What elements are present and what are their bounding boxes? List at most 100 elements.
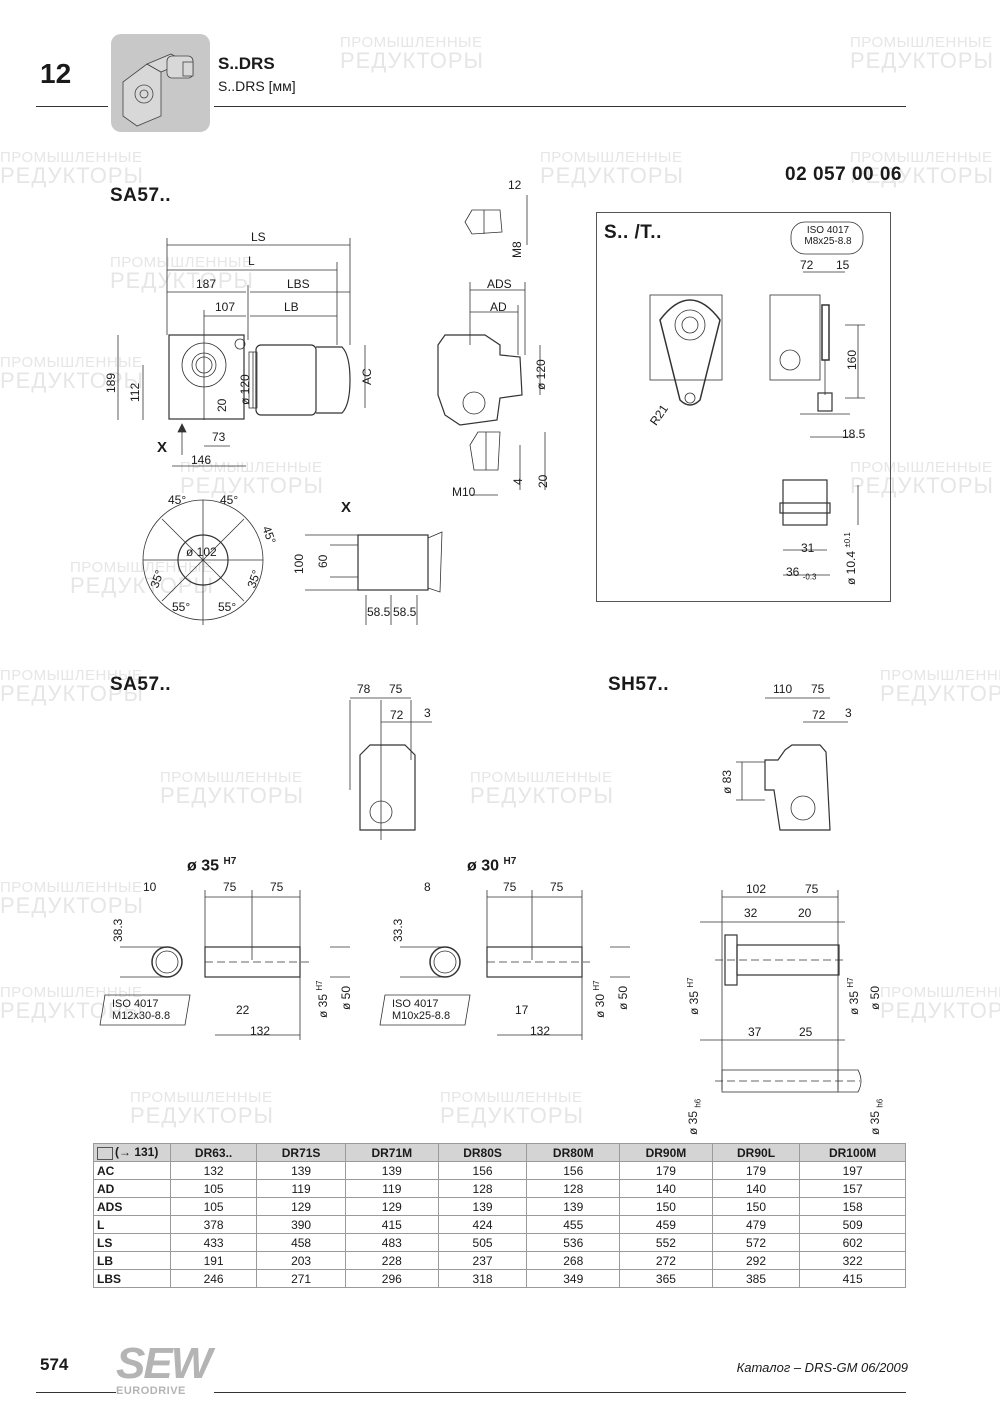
table-cell: 536	[526, 1233, 621, 1252]
table-row: AC 132 139 139 156 156 179 179 197	[93, 1161, 906, 1180]
table-cell: 119	[256, 1179, 346, 1198]
table-cell: 237	[437, 1251, 528, 1270]
shaft-35-title: ø 35 H7	[187, 856, 237, 875]
table-cell: 296	[344, 1269, 439, 1288]
dim-20-sh: 20	[798, 906, 812, 920]
dim-12: 12	[508, 178, 522, 192]
table-cell: 246	[169, 1269, 258, 1288]
dim-d83: ø 83	[720, 769, 734, 794]
dim-75-a: 75	[223, 880, 237, 894]
angle-55-a: 55°	[172, 600, 191, 614]
table-row: LB 191 203 228 237 268 272 292 322	[93, 1251, 906, 1270]
table-cell: 119	[344, 1179, 439, 1198]
drawing-code: 02 057 00 06	[785, 164, 902, 185]
torque-arm-panel	[596, 212, 891, 602]
dim-25: 25	[799, 1025, 813, 1039]
product-thumbnail	[111, 34, 210, 132]
dim-73: 73	[212, 430, 226, 444]
iso-callout-30: ISO 4017 M10x25-8.8	[392, 998, 450, 1022]
dim-m10: M10	[452, 485, 476, 499]
table-cell: 349	[526, 1269, 621, 1288]
page-title: S..DRS	[218, 54, 275, 73]
table-cell: 378	[169, 1215, 258, 1234]
table-cell: 433	[169, 1233, 258, 1252]
logo-main: SEW	[116, 1339, 212, 1388]
dim-ac: AC	[360, 368, 374, 385]
dim-d35-h7-b: ø 35 H7	[846, 977, 861, 1015]
table-cell: 509	[799, 1215, 906, 1234]
dim-lb: LB	[284, 300, 299, 314]
column-header: DR80S	[437, 1143, 528, 1162]
table-cell: 271	[256, 1269, 346, 1288]
dim-100: 100	[292, 553, 306, 574]
dim-75-e: 75	[805, 882, 819, 896]
dim-36: 36 -0.3	[786, 565, 817, 582]
angle-45-a: 45°	[168, 493, 187, 507]
column-header: DR100M	[799, 1143, 906, 1162]
dim-38-3: 38.3	[111, 918, 125, 942]
row-label: AD	[93, 1179, 171, 1198]
table-cell: 179	[711, 1161, 801, 1180]
table-cell: 191	[169, 1251, 258, 1270]
dim-4: 4	[511, 478, 525, 485]
column-header: DR71S	[256, 1143, 346, 1162]
footer-rule-left	[36, 1392, 116, 1393]
column-header: DR90M	[619, 1143, 713, 1162]
row-label: LS	[93, 1233, 171, 1252]
dim-132: 132	[250, 1024, 271, 1038]
motor-dimension-table: (→ 131) DR63.. DR71S DR71M DR80S DR80M D…	[93, 1143, 906, 1288]
column-header: DR90L	[711, 1143, 801, 1162]
section-label-sa57: SA57..	[110, 185, 172, 206]
dim-d50: ø 50	[339, 985, 353, 1010]
table-cell: 157	[799, 1179, 906, 1198]
dim-32: 32	[744, 906, 758, 920]
header-rule-left	[36, 106, 108, 107]
dim-17: 17	[515, 1003, 529, 1017]
dim-75-c: 75	[503, 880, 517, 894]
dim-132-b: 132	[530, 1024, 551, 1038]
table-row: LS 433 458 483 505 536 552 572 602	[93, 1233, 906, 1252]
row-label: AC	[93, 1161, 171, 1180]
table-cell: 459	[619, 1215, 713, 1234]
table-cell: 128	[526, 1179, 621, 1198]
dim-d10-4: ø 10.4 ±0.1	[843, 532, 858, 585]
table-cell: 150	[619, 1197, 713, 1216]
table-cell: 203	[256, 1251, 346, 1270]
dim-lbs: LBS	[287, 277, 310, 291]
table-row: ADS 105 129 129 139 139 150 150 158	[93, 1197, 906, 1216]
iso-callout-line2: M10x25-8.8	[392, 1010, 451, 1022]
table-cell: 292	[711, 1251, 801, 1270]
table-cell: 129	[256, 1197, 346, 1216]
dim-72: 72	[800, 258, 814, 272]
column-header: DR80M	[526, 1143, 621, 1162]
dim-146: 146	[191, 453, 212, 467]
dim-160: 160	[845, 349, 859, 370]
table-cell: 158	[799, 1197, 906, 1216]
dim-20-side: 20	[536, 474, 550, 488]
shaft-30-title: ø 30 H7	[467, 856, 517, 875]
iso-callout-line1: ISO 4017	[112, 998, 159, 1010]
angle-45-b: 45°	[220, 493, 239, 507]
catalog-reference: Каталог – DRS-GM 06/2009	[736, 1360, 908, 1375]
dim-d35-h6-a: ø 35 h6	[686, 1098, 703, 1135]
table-cell: 132	[169, 1161, 258, 1180]
dim-d120: ø 120	[238, 374, 252, 405]
table-cell: 156	[437, 1161, 528, 1180]
dim-d35-h6-b: ø 35 h6	[868, 1098, 885, 1135]
table-cell: 390	[256, 1215, 346, 1234]
column-header: DR63..	[169, 1143, 258, 1162]
dim-78: 78	[357, 682, 371, 696]
dim-ad: AD	[490, 300, 507, 314]
table-cell: 105	[169, 1197, 258, 1216]
dim-d35-h7: ø 35 H7	[315, 980, 330, 1018]
table-cell: 272	[619, 1251, 713, 1270]
section-label-sa57-bottom: SA57..	[110, 674, 172, 695]
dim-8: 8	[424, 880, 431, 894]
view-x-label: X	[341, 499, 352, 516]
dim-75-d: 75	[550, 880, 564, 894]
table-cell: 483	[344, 1233, 439, 1252]
dim-3-sh: 3	[845, 706, 852, 720]
dim-189: 189	[104, 372, 118, 393]
dim-112: 112	[128, 382, 142, 402]
table-cell: 424	[437, 1215, 528, 1234]
